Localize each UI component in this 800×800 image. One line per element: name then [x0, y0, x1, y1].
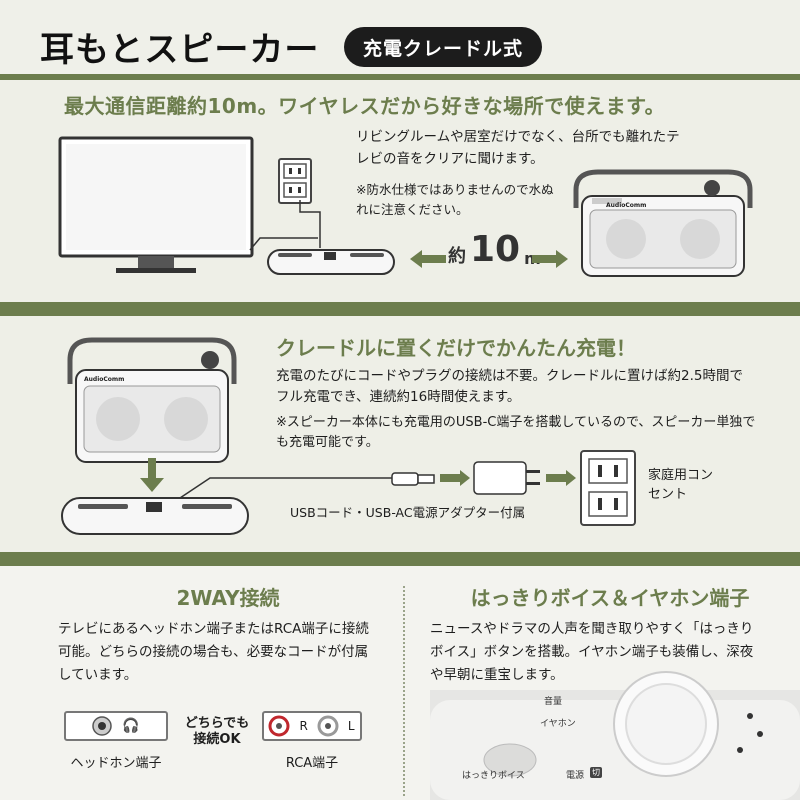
tv-illustration [58, 136, 254, 273]
section-wireless-note: ※防水仕様ではありませんので水ぬれに注意ください。 [356, 182, 554, 217]
section-bottom: 2WAY接続 テレビにあるヘッドホン端子またはRCA端子に接続可能。どちらの接続… [0, 566, 800, 800]
distance-label: 約 10 m [448, 229, 541, 270]
section-wireless: 最大通信距離約10m。ワイヤレスだから好きな場所で使えます。 リビングルームや居… [0, 80, 800, 302]
cradle-illustration [61, 497, 249, 535]
outlet-label: 家庭用コンセント [648, 468, 714, 502]
rca-red-icon [268, 715, 290, 737]
wall-outlet-small [278, 158, 312, 204]
headphone-icon: 🎧 [122, 718, 140, 734]
rca-r-label: R [299, 719, 308, 733]
brand-mark: AudioComm [84, 376, 125, 383]
rca-white-icon [317, 715, 339, 737]
section-cradle: AudioComm クレードルに置くだけでかんたん充電！ 充電 [0, 316, 800, 552]
column-divider [403, 586, 405, 796]
rca-jack-box: R L [262, 711, 362, 741]
section-voice-description: ニュースやドラマの人声を聞き取りやすく「はっきりボイス」ボタンを搭載。イヤホン端… [430, 621, 754, 683]
volume-label: 音量 [544, 697, 563, 707]
brand-mark: AudioComm [606, 202, 647, 209]
jack-icon [92, 716, 113, 736]
section-cradle-description: 充電のたびにコードやプラグの接続は不要。クレードルに置けば約2.5時間でフル充電… [276, 368, 743, 405]
right-arrow-icon [546, 470, 576, 486]
cradle-small [267, 249, 395, 275]
section-wireless-heading: 最大通信距離約10m。ワイヤレスだから好きな場所で使えます。 [64, 94, 666, 118]
either-ok-label: どちらでも接続OK [184, 716, 250, 747]
left-arrow-icon [410, 250, 446, 268]
section-divider [0, 302, 800, 316]
down-arrow-icon [140, 458, 164, 492]
right-arrow-icon [440, 470, 470, 486]
title-badge: 充電クレードル式 [344, 27, 542, 67]
headphone-caption: ヘッドホン端子 [70, 756, 162, 771]
device-closeup [430, 671, 800, 800]
clear-voice-button-label: はっきりボイス [462, 771, 525, 781]
rca-l-label: L [347, 719, 355, 733]
usb-plug-icon [391, 472, 435, 486]
power-off-badge: 切 [590, 767, 602, 778]
rca-caption: RCA端子 [285, 756, 339, 771]
usb-cable [179, 477, 396, 499]
section-2way-description: テレビにあるヘッドホン端子またはRCA端子に接続可能。どちらの接続の場合も、必要… [58, 621, 369, 683]
page-title: 耳もとスピーカー [40, 30, 320, 70]
section-2way-heading: 2WAY接続 [176, 586, 280, 610]
section-cradle-note: ※スピーカー本体にも充電用のUSB-C端子を搭載しているので、スピーカー単独でも… [276, 415, 756, 450]
distance-value: 10 [470, 229, 521, 270]
ac-adapter-icon [473, 461, 540, 495]
cable-lines [249, 200, 321, 251]
header-band [0, 74, 800, 80]
section-divider [0, 552, 800, 566]
wall-outlet-icon [580, 450, 636, 526]
right-arrow-icon [532, 250, 568, 268]
usb-caption: USBコード・USB-AC電源アダプター付属 [290, 505, 526, 520]
speaker-illustration [573, 169, 753, 277]
section-wireless-description: リビングルームや居室だけでなく、台所でも離れたテレビの音をクリアに聞けます。 [356, 129, 680, 167]
earphone-label: イヤホン [540, 719, 576, 729]
section-voice-heading: はっきりボイス＆イヤホン端子 [470, 586, 750, 610]
section-cradle-heading: クレードルに置くだけでかんたん充電！ [276, 336, 636, 360]
power-label: 電源 [566, 771, 585, 781]
speaker-illustration [67, 337, 237, 463]
distance-prefix: 約 [448, 246, 466, 267]
headphone-jack-box: 🎧 [64, 711, 168, 741]
